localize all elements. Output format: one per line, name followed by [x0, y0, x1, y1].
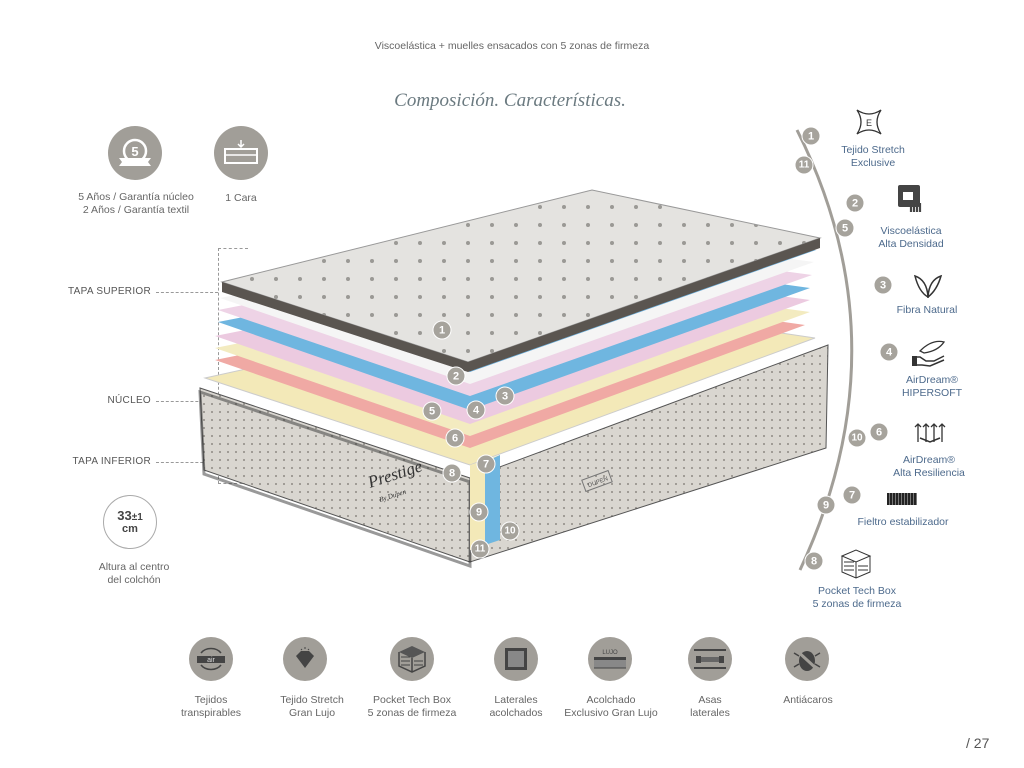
- component-line: Exclusive: [850, 157, 896, 169]
- leaves-icon: [913, 274, 943, 298]
- layer-number: 2: [446, 366, 466, 386]
- diamond-icon: [283, 637, 327, 681]
- arc-number: 11: [794, 155, 814, 175]
- pocket-springs-icon: [840, 549, 872, 579]
- bracket-line: [218, 248, 219, 484]
- page-title: Composición. Características.: [394, 90, 626, 111]
- layer-number: 8: [442, 463, 462, 483]
- layer-number: 6: [445, 428, 465, 448]
- resilience-arrows-icon: [914, 423, 946, 443]
- component-label: AirDream®Alta Resiliencia: [893, 454, 965, 480]
- layer-number: 11: [470, 539, 490, 559]
- component-label: AirDream®HIPERSOFT: [902, 374, 962, 400]
- label-nucleo: NÚCLEO: [107, 395, 151, 406]
- component-line: Alta Resiliencia: [893, 467, 965, 479]
- component-label: Fieltro estabilizador: [857, 516, 949, 528]
- component-line: AirDream®: [905, 374, 959, 386]
- layer-number: 1: [432, 320, 452, 340]
- feature-line: Exclusivo Gran Lujo: [564, 707, 658, 719]
- feature-line: Tejido Stretch: [280, 694, 344, 706]
- component-line: Alta Densidad: [878, 238, 944, 250]
- feature-line: laterales: [690, 707, 730, 719]
- layer-number: 10: [500, 521, 520, 541]
- height-badge: 33±1 cm: [103, 495, 157, 549]
- anti-mite-icon: [785, 637, 829, 681]
- feature-line: acolchados: [489, 707, 543, 719]
- quilting-icon: LUJO: [588, 637, 632, 681]
- warranty-line: 5 Años / Garantía núcleo: [78, 191, 194, 203]
- layer-number: 3: [495, 386, 515, 406]
- one-side-label: 1 Cara: [225, 192, 257, 204]
- feature-line: Pocket Tech Box: [372, 694, 452, 706]
- arc-number: 4: [879, 342, 899, 362]
- height-line: del colchón: [107, 574, 161, 586]
- feature-line: Tejidos: [194, 694, 228, 706]
- layer-number: 9: [469, 502, 489, 522]
- arc-number: 5: [835, 218, 855, 238]
- height-tolerance: ±1: [131, 512, 143, 523]
- warranty-line: 2 Años / Garantía textil: [82, 204, 190, 216]
- height-line: Altura al centro: [98, 561, 170, 573]
- height-unit: cm: [122, 523, 138, 535]
- stretch-fabric-icon: E: [856, 109, 882, 135]
- label-tapa-superior: TAPA SUPERIOR: [68, 286, 151, 297]
- breathable-air-icon: air: [189, 637, 233, 681]
- component-line: HIPERSOFT: [901, 387, 963, 399]
- feature-line: Acolchado: [586, 694, 636, 706]
- arc-number: 9: [816, 495, 836, 515]
- memory-foam-hand-icon: [898, 185, 922, 212]
- warranty-badge-number: 5: [131, 144, 138, 159]
- feature-line: 5 zonas de firmeza: [367, 707, 457, 719]
- layer-number: 7: [476, 454, 496, 474]
- label-tapa-inferior: TAPA INFERIOR: [72, 456, 151, 467]
- warranty-badge-icon: 5: [108, 126, 162, 180]
- padded-side-icon: [494, 637, 538, 681]
- feature-line: Laterales: [494, 694, 538, 706]
- arc-number: 10: [847, 428, 867, 448]
- one-side-mattress-icon: [214, 126, 268, 180]
- arc-number: 1: [801, 126, 821, 146]
- component-line: Pocket Tech Box: [817, 585, 897, 597]
- side-handles-icon: [688, 637, 732, 681]
- lujo-glyph: LUJO: [602, 650, 618, 656]
- component-label: Fibra Natural: [896, 304, 958, 316]
- component-line: Tejido Stretch: [841, 144, 905, 156]
- height-value: 33: [117, 508, 132, 523]
- component-line: 5 zonas de firmeza: [812, 598, 902, 610]
- arc-number: 8: [804, 551, 824, 571]
- page-number: / 27: [966, 735, 990, 751]
- component-line: AirDream®: [902, 454, 956, 466]
- feature-label: Antiácaros: [783, 694, 833, 706]
- feature-line: Asas: [698, 694, 722, 706]
- layer-number: 5: [422, 401, 442, 421]
- feature-line: Gran Lujo: [288, 707, 336, 719]
- air-glyph: air: [207, 657, 215, 664]
- layer-number: 4: [466, 400, 486, 420]
- component-line: Viscoelástica: [880, 225, 942, 237]
- felt-pad-icon: [887, 493, 917, 505]
- arc-number: 7: [842, 485, 862, 505]
- feature-line: transpirables: [180, 707, 242, 719]
- arc-number: 6: [869, 422, 889, 442]
- pocket-springs-icon: [390, 637, 434, 681]
- hand-feather-icon: [912, 340, 946, 367]
- subtitle: Viscoelástica + muelles ensacados con 5 …: [374, 40, 650, 52]
- arc-number: 3: [873, 275, 893, 295]
- svg-text:E: E: [866, 118, 872, 128]
- arc-number: 2: [845, 193, 865, 213]
